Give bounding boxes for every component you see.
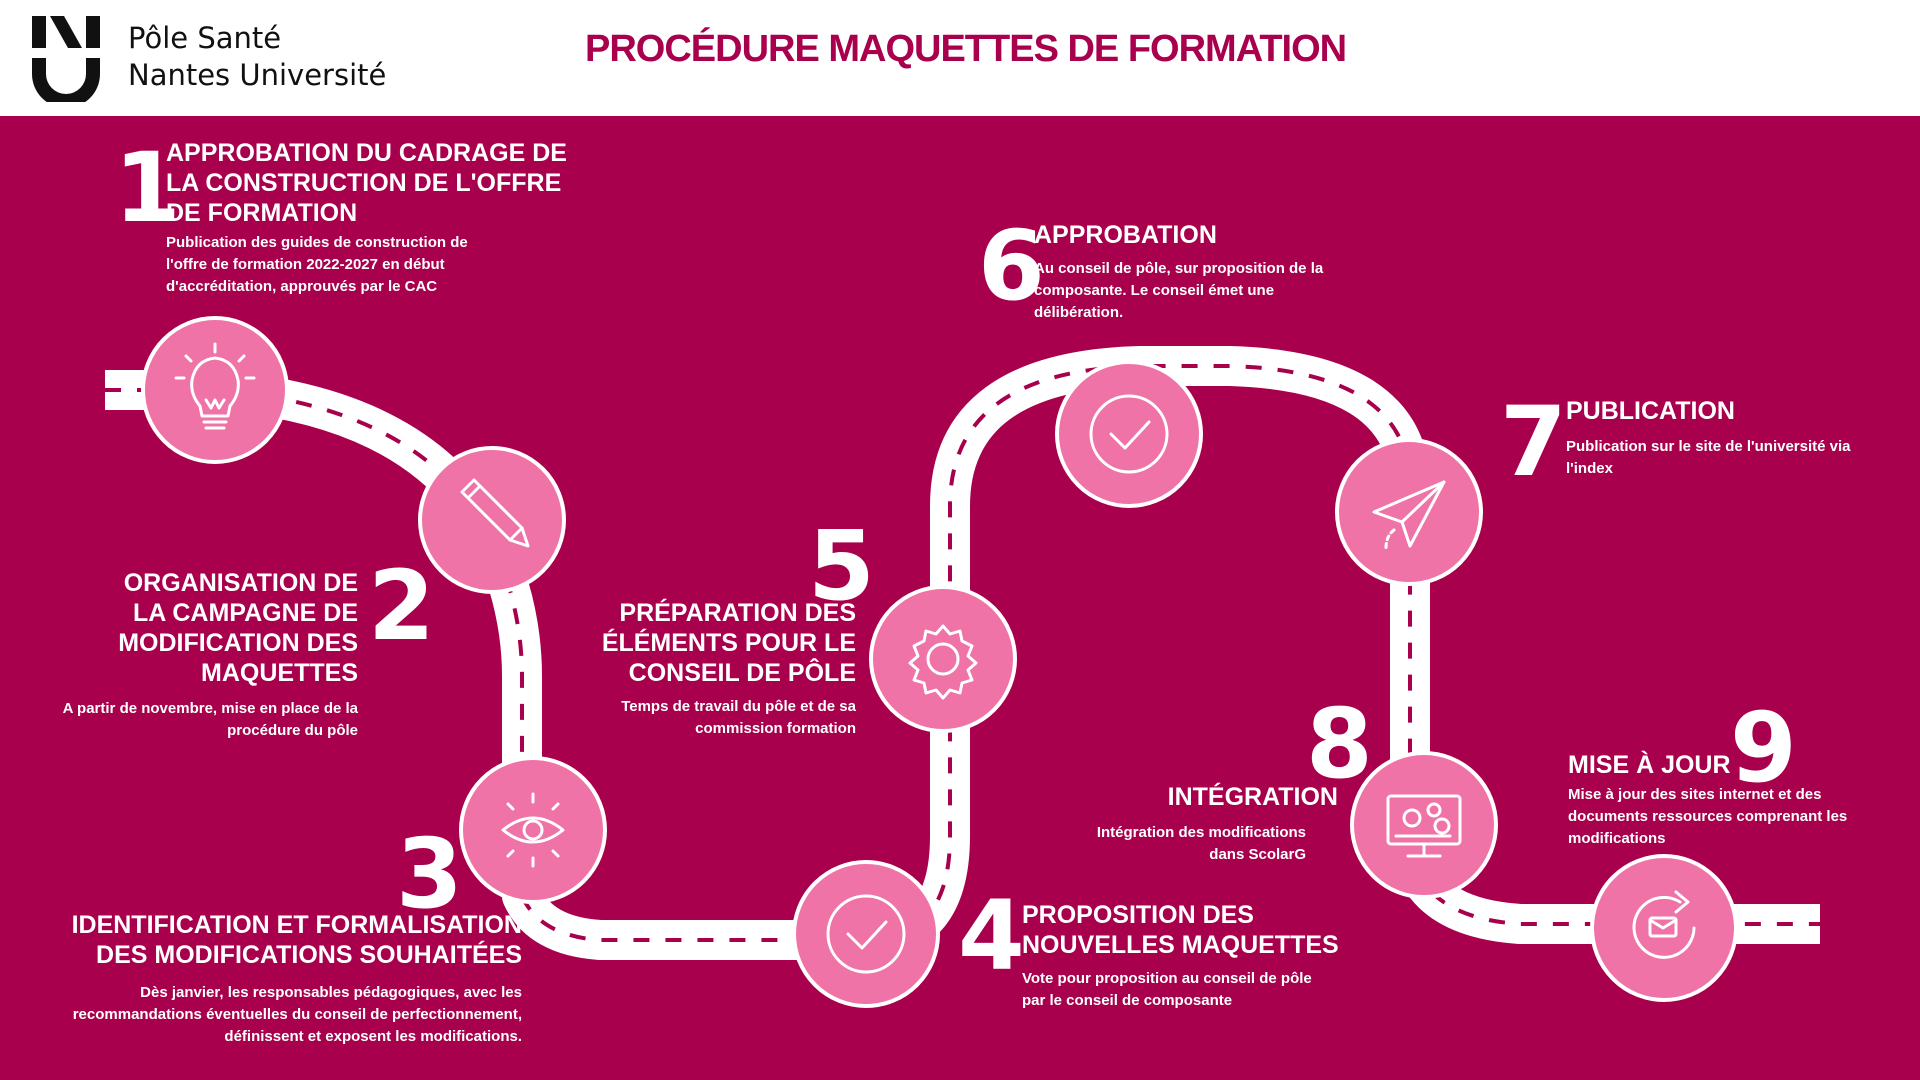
checkmark-icon (826, 894, 906, 974)
step-5-title: PRÉPARATION DES ÉLÉMENTS POUR LE CONSEIL… (601, 599, 856, 687)
step-7-circle (1335, 438, 1483, 586)
step-6-title: APPROBATION (1034, 221, 1217, 249)
gear-icon (908, 624, 978, 700)
step-1-description: Publication des guides de construction d… (166, 234, 468, 295)
step-6-circle (1055, 360, 1203, 508)
step-8-number: 8 (1306, 688, 1373, 800)
step-6-number: 6 (978, 210, 1045, 322)
step-8-title: INTÉGRATION (1167, 783, 1338, 811)
step-9-number: 9 (1730, 692, 1797, 804)
step-1-title: APPROBATION DU CADRAGE DE LA CONSTRUCTIO… (166, 139, 567, 227)
refresh-icon (1632, 890, 1696, 959)
step-1-number: 1 (114, 132, 181, 244)
step-5-circle (869, 585, 1017, 733)
organization-name: Pôle Santé Nantes Université (128, 20, 386, 94)
step-3-title: IDENTIFICATION ET FORMALISATION DES MODI… (71, 911, 522, 969)
step-7-description: Publication sur le site de l'université … (1566, 438, 1851, 477)
road-path (105, 316, 1820, 1008)
step-1-circle (141, 316, 289, 464)
step-3-number: 3 (396, 818, 463, 930)
procedure-diagram: 1 APPROBATION DU CADRAGE DE LA CONSTRUCT… (0, 116, 1920, 1080)
step-5-number: 5 (808, 510, 875, 622)
step-8-description: Intégration des modifications dans Scola… (1096, 824, 1306, 863)
step-8-circle (1350, 751, 1498, 899)
org-line-1: Pôle Santé (128, 21, 282, 55)
paper-plane-icon (1372, 480, 1446, 550)
step-9-description: Mise à jour des sites internet et des do… (1568, 786, 1848, 847)
step-4-circle (792, 860, 940, 1008)
pencil-icon (460, 478, 530, 548)
step-4-number: 4 (958, 880, 1025, 992)
step-5-description: Temps de travail du pôle et de sa commis… (621, 698, 856, 737)
org-line-2: Nantes Université (128, 58, 387, 92)
checkmark-icon (1089, 394, 1169, 474)
step-6-description: Au conseil de pôle, sur proposition de l… (1034, 260, 1324, 321)
computer-gears-icon (1386, 794, 1462, 858)
step-3-circle (459, 756, 607, 904)
step-2-number: 2 (368, 550, 435, 662)
header: Pôle Santé Nantes Université PROCÉDURE M… (0, 0, 1920, 116)
step-4-description: Vote pour proposition au conseil de pôle… (1022, 970, 1312, 1009)
page-title: PROCÉDURE MAQUETTES DE FORMATION (585, 28, 1347, 70)
step-9-title: MISE À JOUR (1568, 751, 1731, 779)
step-2-title: ORGANISATION DE LA CAMPAGNE DE MODIFICAT… (118, 569, 358, 687)
step-7-number: 7 (1500, 386, 1567, 498)
step-7-title: PUBLICATION (1566, 397, 1735, 425)
step-2-description: A partir de novembre, mise en place de l… (62, 700, 358, 739)
step-4-title: PROPOSITION DES NOUVELLES MAQUETTES (1022, 901, 1339, 959)
step-3-description: Dès janvier, les responsables pédagogiqu… (72, 984, 522, 1045)
nantes-universite-logo-icon (32, 16, 100, 102)
lightbulb-icon (174, 342, 256, 430)
eye-icon (501, 792, 565, 868)
